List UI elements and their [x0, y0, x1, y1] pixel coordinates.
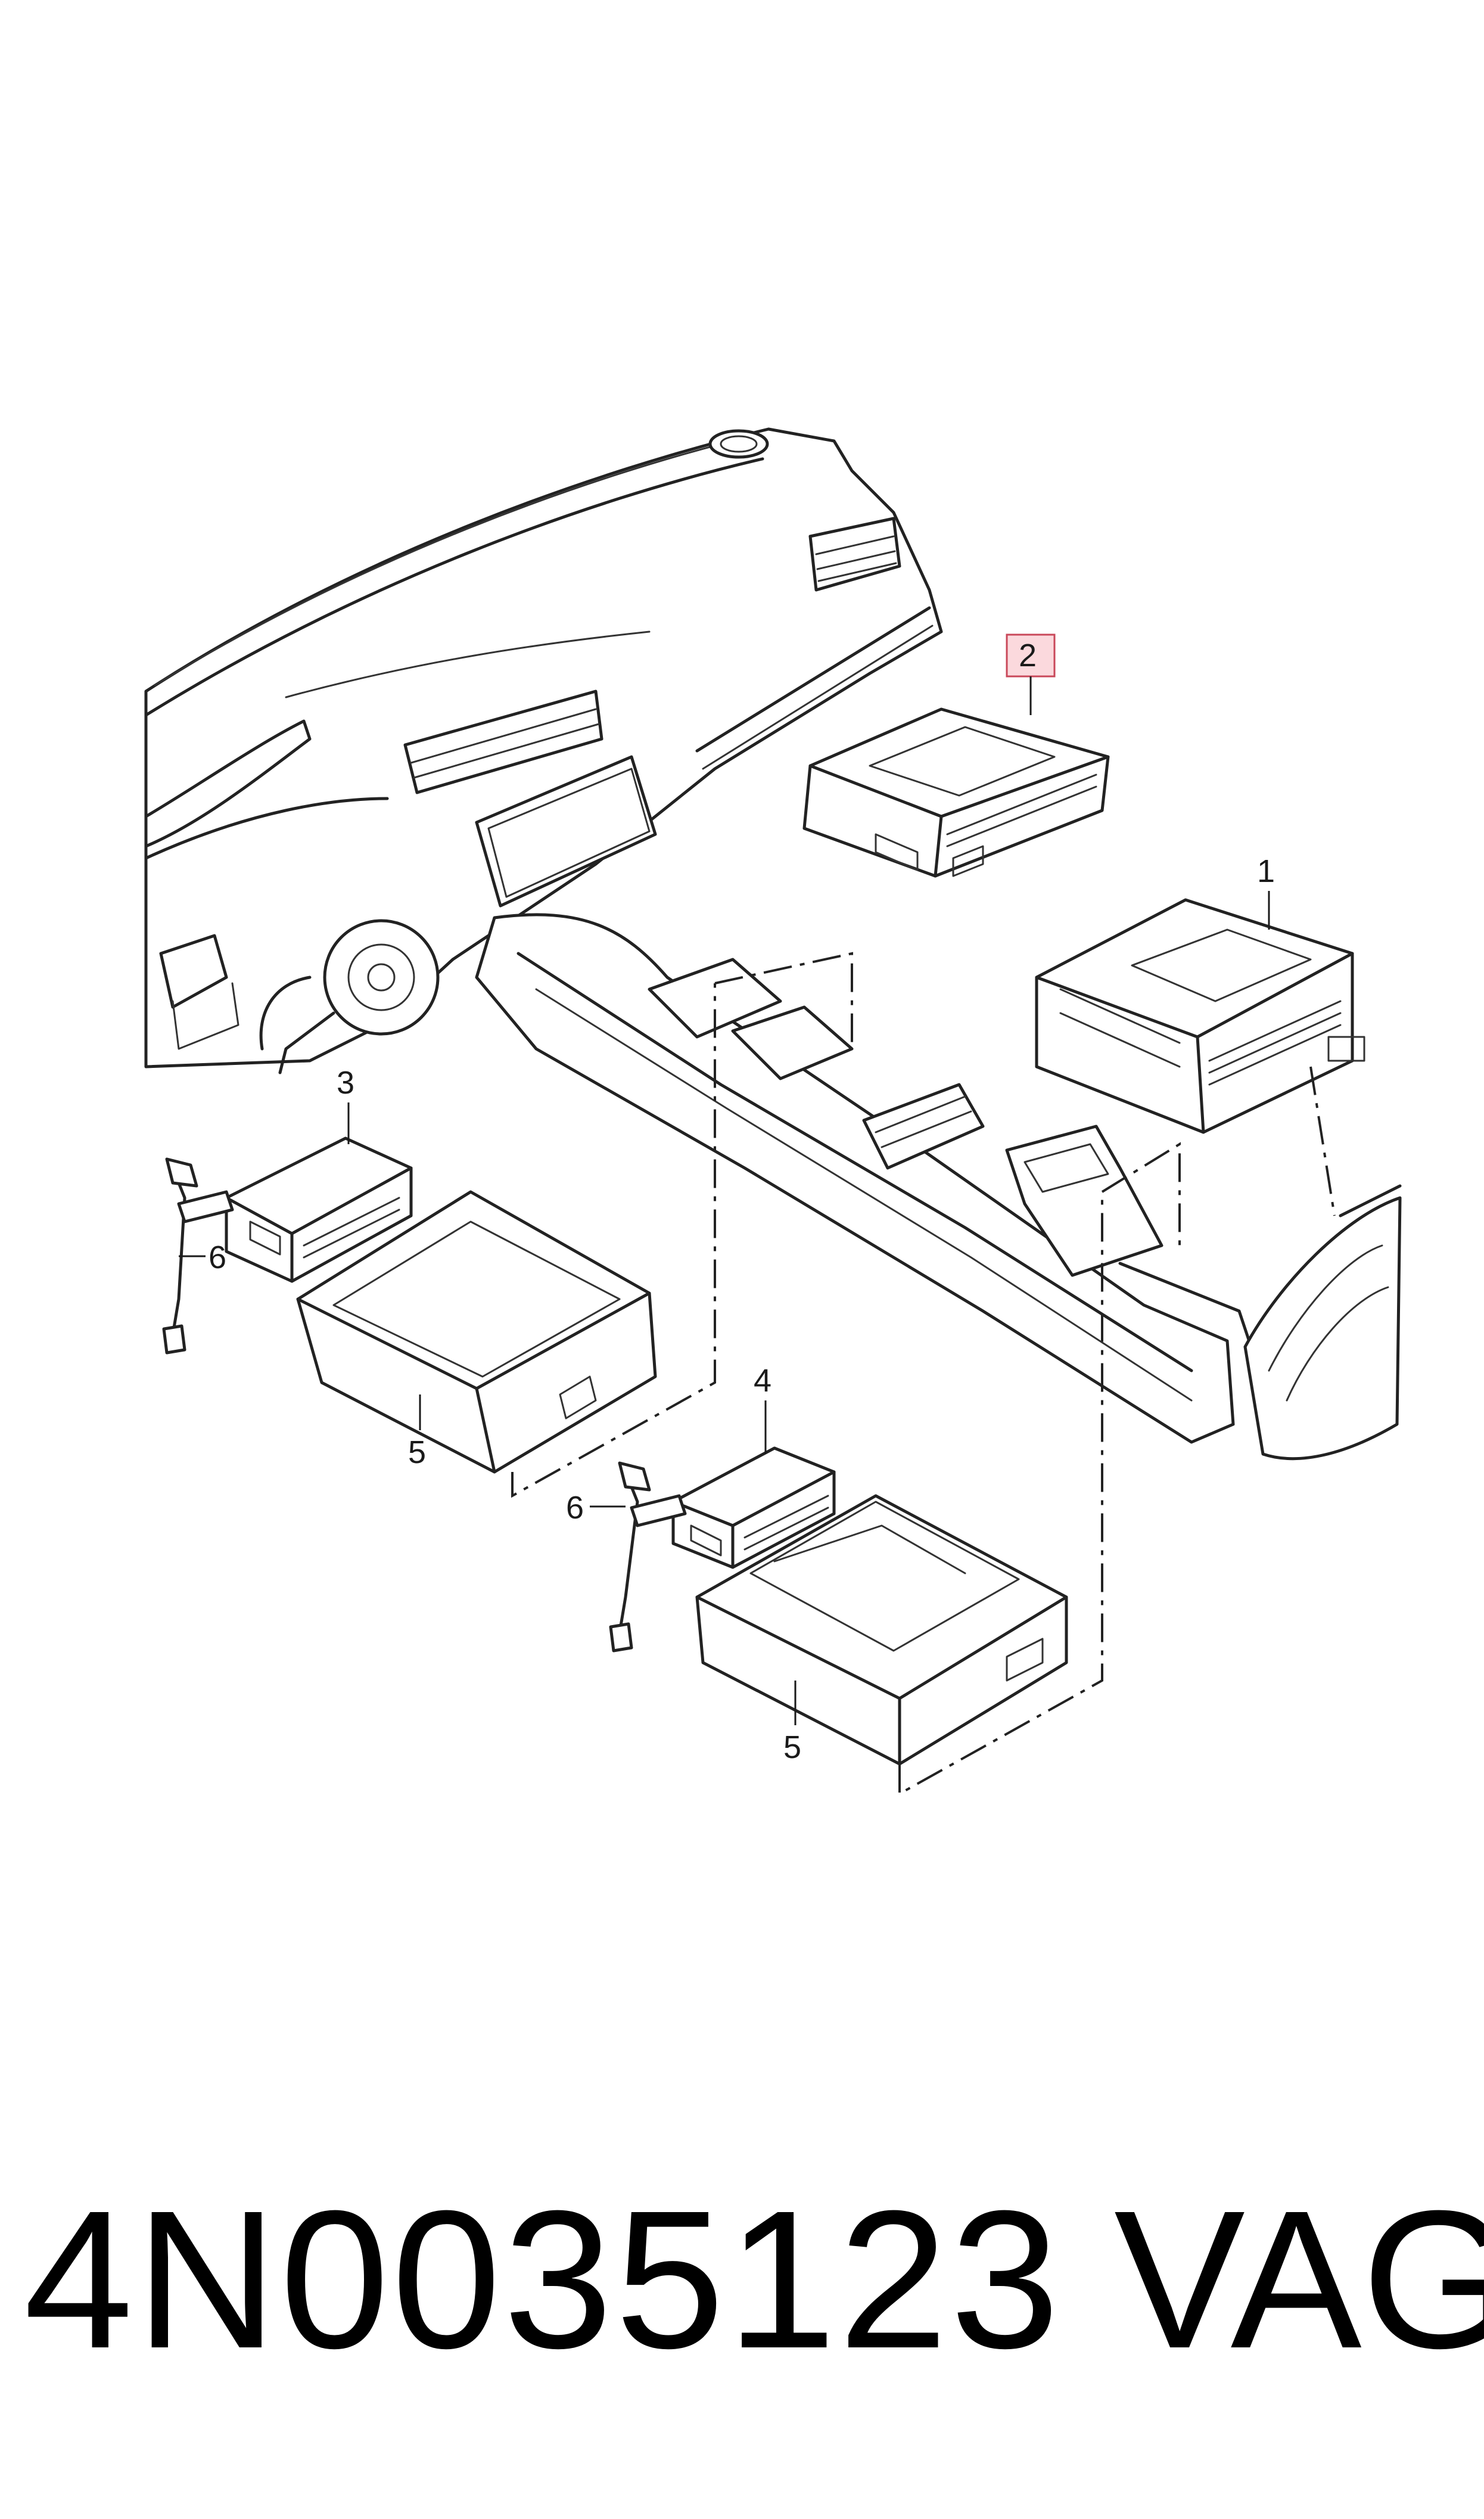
callout-2-highlight [1006, 633, 1056, 678]
callout-5-lower: 5 [783, 1681, 801, 1765]
callout-1: 1 [1257, 853, 1275, 930]
callout-5-lower-label: 5 [783, 1729, 801, 1765]
callout-4: 4 [754, 1363, 771, 1454]
callout-6-lower-label: 6 [566, 1490, 584, 1526]
brand-label: VAG [1114, 2169, 1484, 2389]
callout-3: 3 [337, 1065, 354, 1144]
part-1-module [1035, 898, 1365, 1216]
callout-3-label: 3 [337, 1065, 354, 1101]
part-5-tray-lower [695, 1142, 1181, 1796]
part-6-cable-upper [162, 1157, 234, 1355]
callout-5-upper: 5 [408, 1394, 426, 1470]
callout-2: 2 [1006, 633, 1056, 715]
center-console-illustration [475, 913, 1253, 1444]
callout-2-label: 2 [1019, 638, 1037, 673]
part-4-module [671, 1446, 836, 1569]
callout-6-upper-label: 6 [209, 1240, 226, 1275]
part-number: 4N0035123 [24, 2169, 1062, 2389]
steering-wheel [259, 919, 440, 1074]
callout-4-label: 4 [754, 1363, 771, 1399]
dashboard-illustration [144, 427, 943, 1074]
callout-6-upper: 6 [179, 1240, 226, 1275]
seat-side-illustration [1243, 1184, 1402, 1461]
part-3-module [225, 1136, 413, 1283]
part-6-cable-lower [609, 1461, 687, 1653]
part-5-tray-upper [296, 952, 853, 1498]
part-2-module [802, 707, 1110, 878]
callout-1-label: 1 [1257, 853, 1275, 889]
callout-6-lower: 6 [566, 1490, 626, 1526]
callout-5-upper-label: 5 [408, 1434, 426, 1470]
